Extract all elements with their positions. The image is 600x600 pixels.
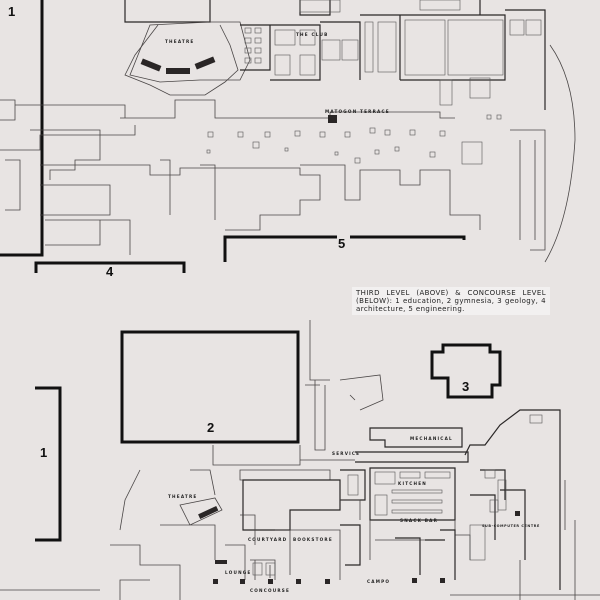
- building-1-number-upper: 1: [8, 4, 15, 19]
- upper-plan: 1 4 5 THEATRE THE C: [0, 0, 576, 279]
- building-1-outline-upper: [0, 0, 44, 257]
- figure-caption: THIRD LEVEL (ABOVE) & CONCOURSE LEVEL (B…: [352, 287, 550, 315]
- building-4-number: 4: [106, 264, 114, 279]
- label-the-club: THE CLUB: [296, 32, 328, 37]
- building-5-outline: [223, 235, 466, 262]
- label-terrace: MATOGON TERRACE: [325, 109, 390, 114]
- building-5-number: 5: [338, 236, 345, 251]
- label-theatre-upper: THEATRE: [165, 39, 194, 44]
- building-4-outline: [34, 261, 186, 273]
